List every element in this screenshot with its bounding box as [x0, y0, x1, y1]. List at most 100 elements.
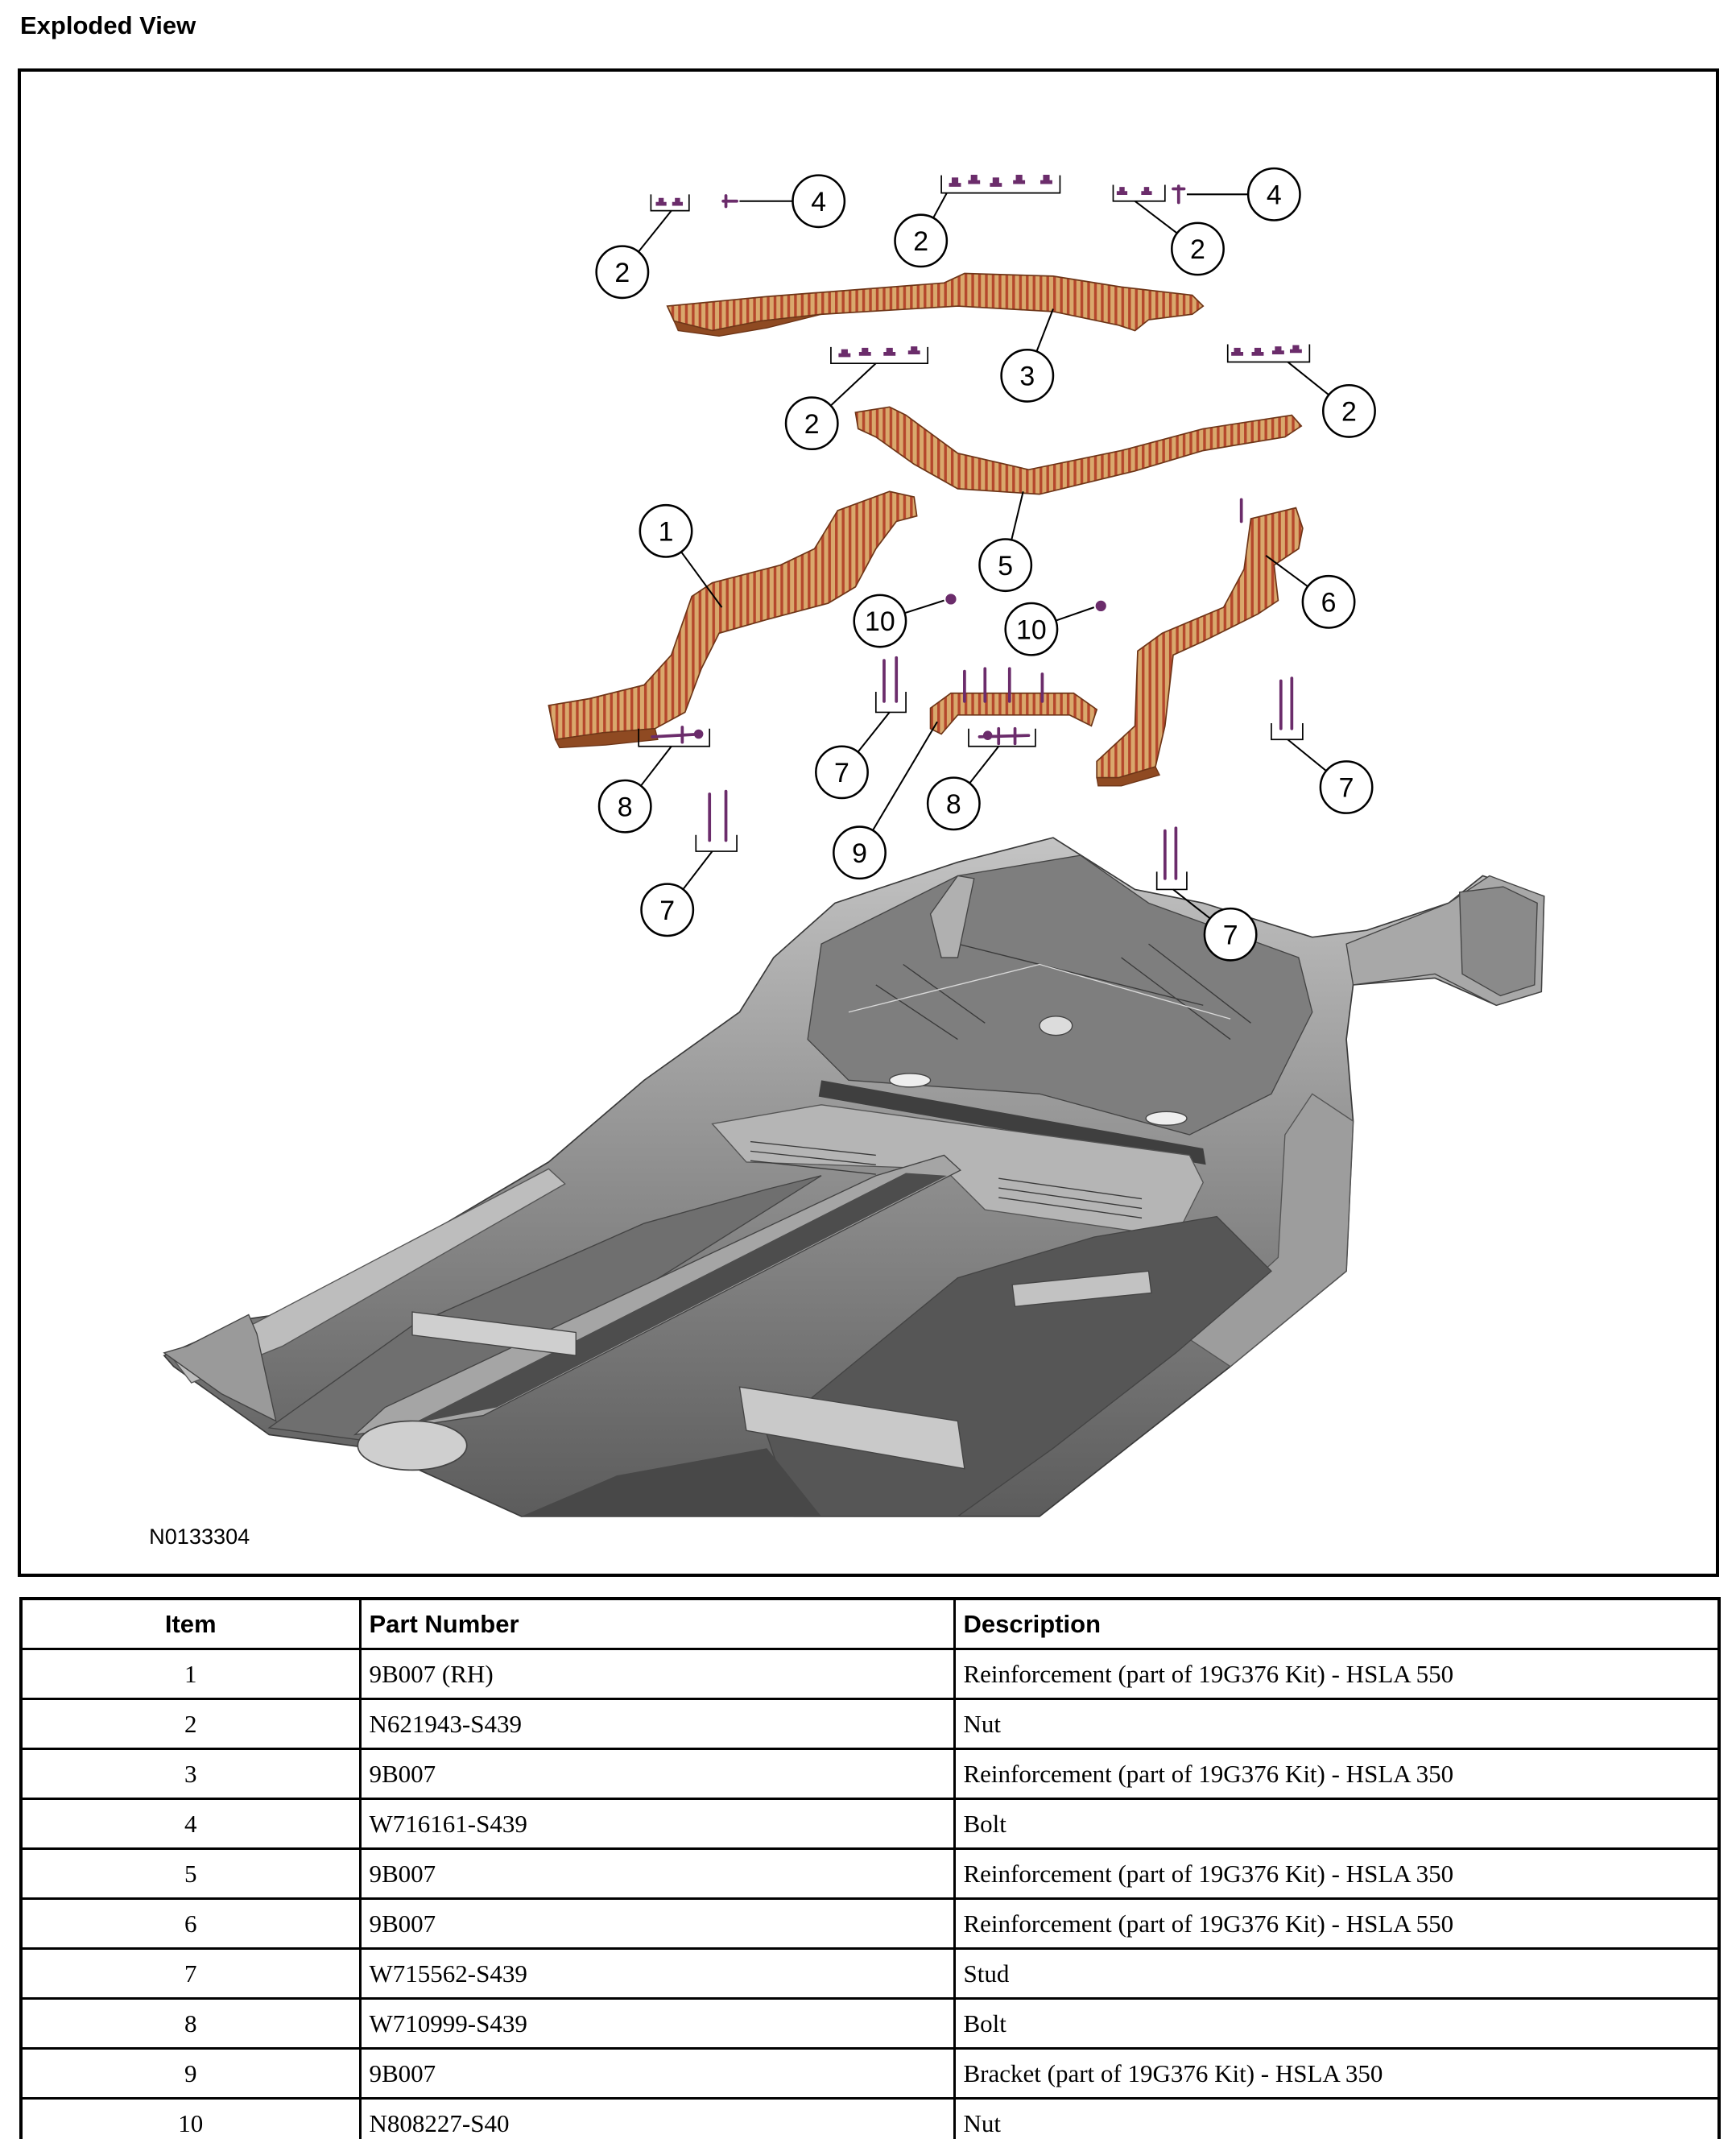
cell-description: Reinforcement (part of 19G376 Kit) - HSL…: [953, 1847, 1721, 1900]
callout-label: 10: [1016, 614, 1047, 645]
table-row: 10 N808227-S40 Nut: [19, 2097, 1721, 2139]
nut: [655, 197, 667, 206]
table-row: 3 9B007 Reinforcement (part of 19G376 Ki…: [19, 1748, 1721, 1800]
callout-circle: [1171, 221, 1225, 276]
cell-description: Bracket (part of 19G376 Kit) - HSLA 350: [953, 2047, 1721, 2100]
cell-description: Bolt: [953, 1798, 1721, 1850]
nut: [1141, 187, 1152, 195]
front-seat-crossmember: [738, 1386, 965, 1470]
cell-item: 7: [19, 1947, 362, 2000]
cell-part-number: 9B007: [358, 1897, 956, 1950]
callout-circle: [1319, 760, 1374, 814]
callout-circle: [1203, 907, 1258, 962]
callout-circle: [792, 174, 846, 229]
fastener-bracket: [1112, 184, 1166, 202]
nut: [945, 594, 957, 605]
callout-label: 1: [659, 517, 674, 548]
callout-label: 7: [659, 896, 675, 926]
single-nut-left: [945, 594, 957, 605]
reinforcement-item-3: [666, 272, 1205, 337]
callout-label: 2: [1341, 397, 1357, 428]
callout-label: 2: [913, 226, 928, 257]
cell-part-number: 9B007: [358, 1847, 956, 1900]
bolt: [721, 194, 738, 209]
callout-item-4: 4: [739, 174, 846, 229]
callout-label: 5: [998, 551, 1013, 581]
reinforcement-upper-cross-flange: [673, 313, 822, 337]
cell-description: Nut: [953, 1698, 1721, 1750]
callout-circle: [853, 594, 907, 648]
cell-item: 3: [19, 1748, 362, 1800]
nut: [883, 347, 896, 356]
fastener-bracket: [650, 194, 690, 212]
stud-group-lower-right: [1155, 826, 1188, 891]
table-row: 2 N621943-S439 Nut: [19, 1698, 1721, 1750]
callout-item-7: 7: [640, 850, 713, 937]
floor-access-hole: [1145, 1111, 1188, 1126]
nut-group-top-right: [1112, 184, 1166, 202]
callout-item-2: 2: [784, 362, 877, 451]
callout-circle: [597, 779, 652, 834]
seat-panel-ribs: [750, 1140, 1143, 1218]
column-header-item: Item: [19, 1597, 362, 1650]
callout-item-2: 2: [1287, 361, 1376, 438]
callout-circle: [926, 776, 981, 831]
reinforcement-rh-rail: [548, 490, 918, 741]
fastener-bracket: [1226, 344, 1311, 363]
cell-item: 2: [19, 1698, 362, 1750]
callout-item-3: 3: [1000, 308, 1055, 403]
cell-part-number: N808227-S40: [358, 2097, 956, 2139]
callout-label: 10: [865, 606, 895, 637]
cell-item: 8: [19, 1997, 362, 2050]
stud-group-lower-left: [695, 789, 738, 852]
reinforcement-item-1: [548, 490, 918, 749]
callout-circle: [1000, 348, 1055, 403]
callout-item-7: 7: [815, 711, 891, 800]
fastener-bracket: [874, 692, 907, 714]
fastener-bracket: [695, 834, 738, 852]
callout-item-10: 10: [853, 594, 944, 648]
table-row: 1 9B007 (RH) Reinforcement (part of 19G3…: [19, 1648, 1721, 1700]
callout-label: 7: [1223, 920, 1238, 950]
callout-label: 3: [1019, 362, 1035, 392]
nut-group-top-center: [940, 174, 1061, 194]
spare-wheel-well-hole: [1039, 1016, 1073, 1036]
rear-crossmember: [818, 1080, 1206, 1165]
cell-item: 1: [19, 1648, 362, 1700]
callout-label: 7: [1339, 773, 1354, 804]
exploded-view-diagram: 4 2 2 2 4 3 2: [149, 167, 1545, 1549]
bracket-center: [929, 692, 1098, 735]
callout-circle: [1322, 383, 1376, 438]
cell-description: Reinforcement (part of 19G376 Kit) - HSL…: [953, 1748, 1721, 1800]
stud: [1279, 676, 1294, 730]
cell-part-number: W716161-S439: [358, 1798, 956, 1850]
table-row: 7 W715562-S439 Stud: [19, 1947, 1721, 2000]
cell-description: Nut: [953, 2097, 1721, 2139]
center-tunnel-shadow: [412, 1173, 947, 1424]
callout-circle: [894, 213, 949, 268]
stud-group-center: [874, 656, 907, 714]
callout-item-8: 8: [597, 746, 672, 834]
callout-circle: [639, 503, 693, 558]
callout-item-7: 7: [1172, 888, 1258, 962]
nut-group-top-left: [650, 194, 690, 212]
floor-access-hole: [889, 1073, 932, 1088]
callout-item-5: 5: [978, 491, 1033, 593]
nut: [907, 346, 920, 354]
callout-item-2: 2: [894, 192, 949, 268]
reinforcement-upper-cross: [666, 272, 1205, 332]
rear-floor-stamping-lines: [848, 943, 1251, 1041]
front-floor-near-section: [521, 1448, 822, 1516]
table-row: 5 9B007 Reinforcement (part of 19G376 Ki…: [19, 1847, 1721, 1900]
nut: [1040, 174, 1052, 184]
reinforcement-rh-rail-flange: [554, 728, 659, 749]
nut-group-mid-left: [830, 346, 929, 365]
cell-part-number: 9B007 (RH): [358, 1648, 956, 1700]
callout-item-2: 2: [595, 209, 672, 300]
nut: [1013, 174, 1026, 184]
callout-label: 2: [614, 258, 630, 288]
callout-circle: [1301, 574, 1356, 629]
callout-item-6: 6: [1265, 554, 1356, 629]
cell-part-number: W715562-S439: [358, 1947, 956, 2000]
figure-id-label: N0133304: [149, 1524, 250, 1549]
